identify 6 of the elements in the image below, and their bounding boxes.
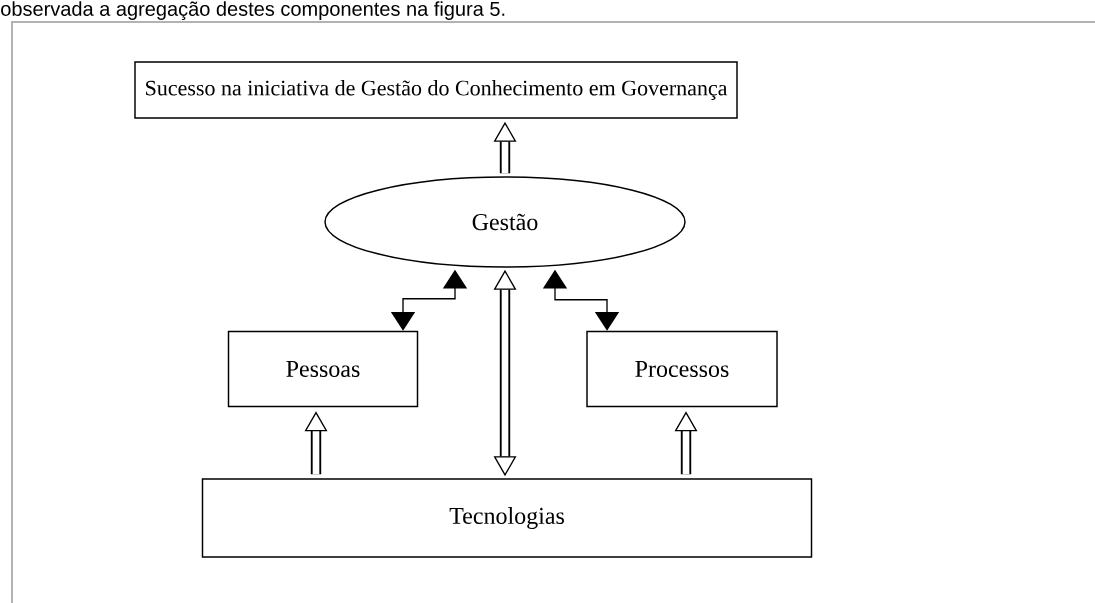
ellipse-node: Gestão xyxy=(324,176,686,268)
text-box: Tecnologias xyxy=(201,478,813,558)
text-box: Sucesso na iniciativa de Gestão do Conhecimento em Governança xyxy=(134,61,738,119)
text-box: Processos xyxy=(586,330,778,408)
body-text: observada a agregação destes componentes na figura 5. xyxy=(1,1,505,20)
text-box: Pessoas xyxy=(227,330,419,408)
